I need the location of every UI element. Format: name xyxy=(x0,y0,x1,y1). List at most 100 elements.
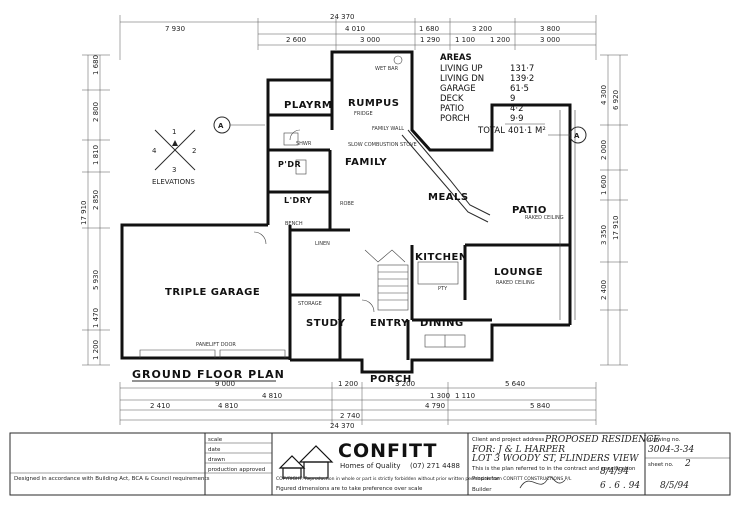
room-pdr: P'DR xyxy=(278,160,301,169)
note-slow-combustion: SLOW COMBUSTION STOVE xyxy=(348,142,417,148)
elevation-4: 4 xyxy=(152,147,157,155)
elevation-3: 3 xyxy=(172,166,176,174)
sheet-no-label: sheet no. xyxy=(648,462,674,468)
section-marker-left-label: A xyxy=(218,122,224,130)
areas-label-3: DECK xyxy=(440,94,464,104)
dim-bottom-r2-1: 2 410 xyxy=(150,402,170,410)
note-raked-ceiling-patio: RAKED CEILING xyxy=(525,215,564,221)
dim-bottom-r1-2: 1 200 xyxy=(338,380,358,388)
builder-label: Builder xyxy=(472,487,492,493)
dim-left-overall: 17 910 xyxy=(80,201,88,226)
dim-left-3: 1 810 xyxy=(92,145,100,165)
note-robe: ROBE xyxy=(340,201,354,207)
dim-left-5: 5 930 xyxy=(92,270,100,290)
room-playrm: PLAYRM xyxy=(284,100,332,111)
sheet-no: 2 xyxy=(684,459,691,469)
stair-and-fittings xyxy=(139,55,576,358)
room-rumpus: RUMPUS xyxy=(348,98,399,109)
areas-label-5: PORCH xyxy=(440,114,470,124)
dim-sub-4: 1 100 xyxy=(455,36,475,44)
left-dimensions: 1 680 2 800 1 810 2 850 5 930 1 470 1 20… xyxy=(80,54,110,366)
note-linen: LINEN xyxy=(315,241,330,247)
tb-label-drawn: drawn xyxy=(208,457,226,463)
dim-left-1: 1 680 xyxy=(92,55,100,75)
right-dimensions: 4 300 2 000 1 600 3 350 2 400 17 910 6 9… xyxy=(600,54,628,366)
areas-value-2: 61·5 xyxy=(510,84,529,94)
areas-label-0: LIVING UP xyxy=(440,64,483,74)
elevation-2: 2 xyxy=(192,147,196,155)
dim-right-1: 4 300 xyxy=(600,85,608,105)
room-lounge: LOUNGE xyxy=(494,267,543,278)
dim-left-7: 1 200 xyxy=(92,340,100,360)
dim-top-2: 4 010 xyxy=(345,25,365,33)
areas-label-4: PATIO xyxy=(440,104,464,114)
areas-value-0: 131·7 xyxy=(510,64,534,74)
areas-value-1: 139·2 xyxy=(510,74,534,84)
dim-sub-3: 1 290 xyxy=(420,36,440,44)
room-family: FAMILY xyxy=(345,157,387,168)
note-entry-wall: FAMILY WALL xyxy=(372,126,404,132)
elevations-label: ELEVATIONS xyxy=(152,178,195,186)
tb-label-scale: scale xyxy=(208,437,223,443)
drawing-no-label: drawing no. xyxy=(648,437,681,443)
room-patio: PATIO xyxy=(512,205,547,216)
section-marker-right-label: A xyxy=(574,132,580,140)
dim-bottom-r3-1: 4 810 xyxy=(218,402,238,410)
dim-right-2: 2 000 xyxy=(600,140,608,160)
dim-top-1: 7 930 xyxy=(165,25,185,33)
dim-top-3: 1 680 xyxy=(419,25,439,33)
dim-left-4: 2 850 xyxy=(92,190,100,210)
room-meals: MEALS xyxy=(428,192,469,203)
room-dining: DINING xyxy=(420,318,464,329)
date-signed-1: 8/4/94 xyxy=(600,467,629,477)
dim-sub-5: 1 200 xyxy=(490,36,510,44)
plan-title: GROUND FLOOR PLAN xyxy=(132,368,285,381)
company-phone: (07) 271 4488 xyxy=(410,462,460,470)
note-raked-ceiling-lounge: RAKED CEILING xyxy=(496,280,535,286)
dim-bottom-r3-3: 4 790 xyxy=(425,402,445,410)
client-name: FOR: J & L HARPER xyxy=(471,445,565,455)
note-pantry: PTY xyxy=(438,286,448,292)
dim-right-5: 2 400 xyxy=(600,280,608,300)
project-address: LOT 3 WOODY ST, FLINDERS VIEW xyxy=(471,454,639,464)
room-porch: PORCH xyxy=(370,374,412,385)
areas-label-2: GARAGE xyxy=(440,84,476,94)
note-bench: BENCH xyxy=(285,221,303,227)
elevation-compass: 1 2 3 4 ELEVATIONS xyxy=(152,128,196,186)
company-tagline: Homes of Quality xyxy=(340,462,401,470)
dim-left-2: 2 800 xyxy=(92,102,100,122)
owner-note: This is the plan referred to in the cont… xyxy=(471,466,636,472)
note-wet-bar: WET BAR xyxy=(375,66,399,72)
dim-right-4: 3 350 xyxy=(600,225,608,245)
areas-heading: AREAS xyxy=(440,53,472,63)
areas-value-5: 9·9 xyxy=(510,114,524,124)
dim-bottom-r2-2: 4 810 xyxy=(262,392,282,400)
room-triple-garage: TRIPLE GARAGE xyxy=(165,287,260,298)
date-signed-2: 6 . 6 . 94 xyxy=(600,481,640,491)
dim-left-6: 1 470 xyxy=(92,308,100,328)
dim-overall-top: 24 370 xyxy=(330,13,355,21)
proprietor-label: Proprietor xyxy=(472,476,500,482)
dim-bottom-r1-3: 3 200 xyxy=(395,380,415,388)
dim-bottom-overall: 24 370 xyxy=(330,422,355,430)
areas-total-label: TOTAL xyxy=(477,126,505,136)
dim-bottom-r3-2: 2 740 xyxy=(340,412,360,420)
areas-total-value: 401·1 M² xyxy=(508,126,546,136)
dim-right-overall: 17 910 xyxy=(612,216,620,241)
project-name: PROPOSED RESIDENCE xyxy=(544,435,660,445)
section-marker-left: A xyxy=(213,116,265,134)
top-dimensions: 24 370 7 930 4 010 1 680 3 200 3 800 2 6… xyxy=(119,13,597,60)
date-signed-3: 8/5/94 xyxy=(660,481,689,491)
tb-label-date: date xyxy=(208,447,221,453)
plan-notes: WET BAR FRIDGE FAMILY WALL SLOW COMBUSTI… xyxy=(196,66,564,348)
company-logo-text: CONFITT xyxy=(338,440,437,462)
walls xyxy=(120,50,572,374)
dim-sub-2: 3 000 xyxy=(360,36,380,44)
bottom-dimensions: 9 000 1 200 3 200 5 640 2 410 4 810 1 30… xyxy=(119,380,597,430)
room-study: STUDY xyxy=(306,318,346,329)
drawing-no: 3004-3-34 xyxy=(648,445,694,455)
room-kitchen: KITCHEN xyxy=(415,252,468,263)
builder-signature xyxy=(519,476,566,489)
dim-right-upper: 6 920 xyxy=(612,90,620,110)
